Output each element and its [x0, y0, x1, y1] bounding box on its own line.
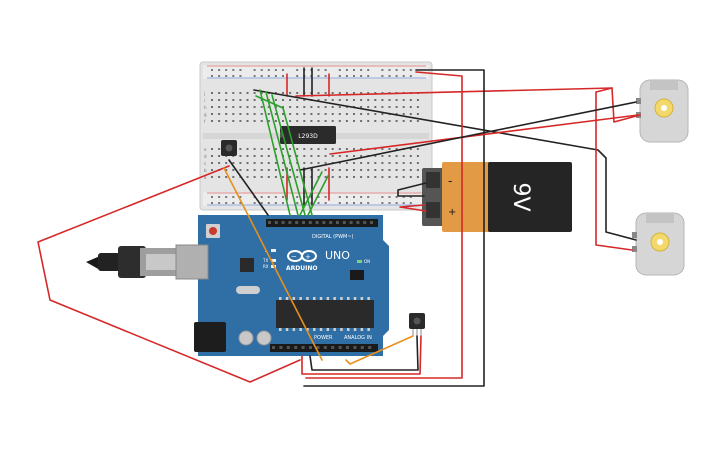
arduino-logo-icon: − + [287, 250, 317, 262]
analog-in-label: ANALOG IN [344, 335, 372, 341]
wire-red[interactable] [305, 71, 463, 379]
wire-orange[interactable] [345, 335, 414, 365]
svg-text:j: j [203, 91, 205, 96]
svg-text:+: + [305, 253, 311, 261]
tx-label: TX [262, 258, 268, 263]
tx-led [271, 259, 276, 262]
wire-black[interactable] [228, 159, 269, 216]
battery-body [488, 162, 572, 232]
wire-red[interactable] [595, 87, 633, 251]
dc-motor-bottom[interactable] [632, 212, 685, 276]
svg-text:d: d [204, 154, 207, 159]
wires [37, 67, 641, 387]
battery-cap [442, 162, 492, 232]
power-jack [194, 322, 226, 352]
capacitor [238, 330, 254, 346]
chip-label: L293D [298, 133, 318, 140]
usb-controller-chip [240, 258, 254, 272]
svg-text:c: c [204, 161, 206, 166]
wire-red[interactable] [399, 204, 427, 212]
wire-red[interactable] [295, 87, 641, 123]
wire-black[interactable] [303, 69, 485, 387]
svg-text:a: a [204, 175, 207, 180]
battery-plus-label: + [448, 207, 456, 218]
wire-red[interactable] [37, 165, 301, 383]
svg-text:h: h [204, 105, 207, 110]
on-led [357, 260, 362, 263]
svg-text:i: i [204, 98, 205, 103]
breadboard-top-rail [203, 65, 429, 79]
header-pins [268, 221, 373, 349]
wire-black[interactable] [397, 182, 427, 197]
dc-motor-top[interactable] [636, 79, 689, 143]
capacitor [256, 330, 272, 346]
battery-voltage-label: 9V [508, 182, 533, 211]
wire-black[interactable] [309, 335, 419, 371]
wire-red[interactable] [301, 335, 422, 375]
atmega-pins [279, 297, 370, 331]
svg-text:b: b [204, 168, 207, 173]
rx-label: RX [263, 264, 269, 269]
wire-green[interactable] [255, 95, 313, 216]
icsp-header [350, 270, 364, 280]
arduino-model-label: UNO [325, 249, 350, 262]
battery-9v[interactable]: - + 9V [422, 162, 572, 232]
breadboard-row-letters: jih gf e dcb a [203, 91, 207, 180]
svg-text:e: e [204, 147, 207, 152]
wire-green[interactable] [299, 171, 323, 216]
arduino-brand-label: ARDUINO [286, 265, 317, 272]
svg-text:g: g [204, 112, 207, 117]
wire-green[interactable] [265, 91, 299, 216]
atmega-chip [276, 300, 374, 328]
on-label: ON [364, 259, 370, 264]
arduino-uno-board[interactable]: − + ARDUINO UNO DIGITAL (PWM~) POWER ANA… [86, 215, 389, 356]
wire-green[interactable] [271, 94, 306, 216]
usb-cable [86, 246, 180, 278]
external-sensor[interactable] [409, 313, 425, 336]
svg-text:−: − [291, 253, 297, 261]
usb-port [175, 244, 209, 280]
l-led [271, 249, 276, 252]
digital-pins-label: DIGITAL (PWM~) [312, 234, 354, 240]
wire-green[interactable] [259, 89, 291, 216]
battery-minus-label: - [448, 174, 452, 188]
power-label: POWER [314, 335, 333, 341]
svg-text:f: f [204, 119, 206, 124]
digital-header [266, 219, 378, 227]
wire-black[interactable] [299, 101, 637, 171]
wire-red[interactable] [329, 114, 639, 155]
wire-green[interactable] [307, 175, 329, 216]
crystal [236, 286, 260, 294]
breadboard-sensor[interactable] [221, 140, 237, 156]
wire-orange[interactable] [223, 167, 323, 361]
reset-button[interactable] [206, 224, 220, 238]
